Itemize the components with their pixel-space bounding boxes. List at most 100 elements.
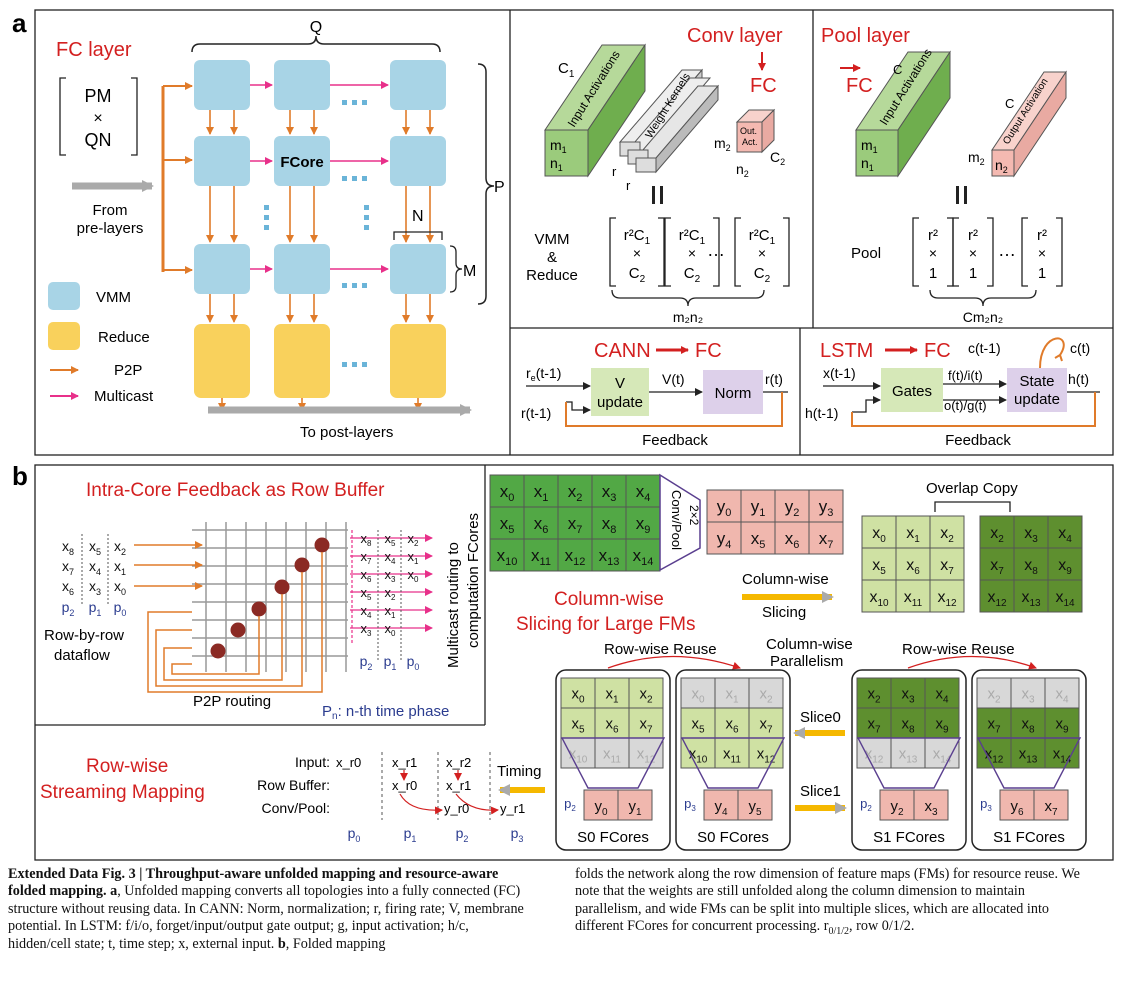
lstm-feedback: Feedback	[945, 432, 1011, 449]
fcore-grid-text-main: x	[933, 745, 941, 762]
fcore-phase: p3	[684, 796, 696, 813]
fcore-grid-text-main: x	[1021, 715, 1029, 732]
fcore-box-label: S1 FCores	[993, 829, 1065, 846]
slice1-label: Slice1	[800, 783, 841, 800]
fcore-grid-text-main: x	[1021, 685, 1029, 702]
big-grid-text-sub: 1	[542, 492, 548, 504]
big-grid-text: x1	[534, 482, 549, 504]
lstm-ct: c(t)	[1070, 340, 1090, 356]
conv-layer-title: Conv layer	[687, 25, 783, 47]
intra-right-x: x4	[361, 603, 373, 620]
slice-right-text: x13	[1021, 589, 1041, 609]
conv-pool-2x2: 2×2	[687, 505, 701, 526]
intra-left-x-main: x	[114, 558, 121, 574]
fcore-grid-text-main: x	[759, 685, 767, 702]
out-grid-cell	[808, 521, 844, 555]
lstm-gates: Gates	[892, 383, 932, 400]
pool-label: Pool	[851, 245, 881, 262]
svg-text:m2: m2	[714, 135, 731, 153]
fcore-grid-text: x8	[901, 715, 915, 735]
stream-phase-main: p	[456, 825, 464, 841]
stream-phase-main: p	[404, 825, 412, 841]
out-grid-text-sub: 5	[759, 539, 765, 551]
big-grid-text: x13	[599, 546, 620, 568]
fcore-grid-cell	[748, 677, 784, 709]
fcore-out-text-main: y	[748, 798, 756, 815]
intra-left-x-sub: 4	[96, 567, 101, 577]
slice-left-text-sub: 0	[880, 534, 886, 545]
fcore-grid-cell	[628, 707, 664, 739]
reduce-block	[390, 324, 446, 398]
intra-right-phase-main: p	[407, 653, 415, 669]
conv-n1-sub: 1	[558, 163, 563, 173]
conv-m1: m	[550, 137, 562, 153]
pool-matrix-mid: ×	[929, 245, 937, 261]
legend-reduce: Reduce	[98, 329, 150, 346]
fcore-out-text-main: y	[628, 798, 636, 815]
out-grid-text-main: x	[785, 529, 794, 548]
slice-right-text: x4	[1058, 525, 1072, 545]
fcore-grid-text-main: x	[605, 685, 613, 702]
fcore-grid-cell	[924, 677, 960, 709]
intra-right-x: x8	[361, 531, 373, 548]
vmm-block	[194, 136, 250, 186]
fcore-grid-text: x0	[571, 685, 585, 705]
fcore-grid-text-main: x	[1019, 745, 1027, 762]
slice-left-text: x1	[906, 525, 920, 545]
pool-dots: …	[998, 240, 1016, 260]
slice-left-text-sub: 7	[948, 566, 954, 577]
intra-left-phase: p1	[89, 599, 102, 618]
pool-matrix-mid: ×	[969, 245, 977, 261]
intra-left-x: x6	[62, 578, 74, 597]
big-grid-text-sub: 6	[542, 524, 548, 536]
lstm-diagram: LSTM FC x(t-1) h(t-1) Gates f(t)/i(t) o(…	[805, 337, 1100, 449]
conv-matrix-bracket-r	[713, 217, 720, 287]
fcore-grid-text-main: x	[725, 715, 733, 732]
lstm-title: LSTM	[820, 340, 873, 362]
fcore-phase-sub: 3	[987, 804, 992, 813]
fcore-grid-text-sub: 8	[1029, 724, 1035, 735]
conv-matrix-top: r²C1	[749, 227, 776, 247]
intra-left-phase-sub: 1	[96, 608, 101, 618]
intra-right-x-sub: 2	[391, 593, 396, 602]
fcore-grid-text-sub: 10	[576, 754, 588, 765]
slice-left-cell	[895, 579, 931, 613]
fcore-grid-text-main: x	[935, 685, 943, 702]
stream-x-r0: x_r0	[336, 755, 361, 770]
slice-right-text-main: x	[987, 589, 995, 606]
times-label: ×	[93, 110, 102, 127]
big-grid-text: x11	[531, 546, 551, 568]
stream-phase-sub: 1	[411, 834, 416, 844]
big-grid-cell	[489, 506, 525, 540]
big-grid-text-sub: 3	[610, 492, 616, 504]
intra-left-x-main: x	[62, 578, 69, 594]
intra-right-x-main: x	[361, 603, 368, 618]
stream-y-r0: y_r0	[444, 801, 469, 816]
fcore-grid-text-sub: 2	[647, 694, 653, 705]
streaming-diagram: Row-wise Streaming Mapping Input: Row Bu…	[40, 752, 545, 844]
fcore-label: FCore	[280, 154, 323, 171]
fcore-grid-cell	[748, 707, 784, 739]
fcore-box-label: S0 FCores	[577, 829, 649, 846]
conv-matrix-bracket-l	[609, 217, 616, 287]
fcore-grid-text-main: x	[865, 745, 873, 762]
slice0-label: Slice0	[800, 709, 841, 726]
conv-matrix-bracket-l	[664, 217, 671, 287]
pool-fc-label: FC	[846, 75, 873, 97]
slice-left-text: x7	[940, 557, 954, 577]
pool-n2-sub: 2	[1003, 165, 1008, 175]
big-grid-text: x2	[568, 482, 583, 504]
fcores-diagram: Row-wise Reuse Row-wise Reuse Column-wis…	[555, 636, 1087, 851]
slice-right-cell	[979, 579, 1015, 613]
feedback-loop	[155, 572, 303, 687]
intra-right-x-sub: 8	[367, 539, 372, 548]
fcore-out-text-sub: 0	[602, 807, 608, 818]
stream-p2-x-r2: x_r2	[446, 755, 471, 770]
caption-right-end: , row 0/1/2.	[849, 918, 915, 935]
fcore-out-text: y5	[748, 798, 762, 818]
pool-matrix-bot: 1	[969, 265, 977, 282]
fcore-grid-text: x2	[867, 685, 881, 705]
fcore-grid-text: x12	[985, 745, 1004, 765]
slice-left-cell	[895, 547, 931, 581]
intra-right-x-main: x	[385, 585, 392, 600]
